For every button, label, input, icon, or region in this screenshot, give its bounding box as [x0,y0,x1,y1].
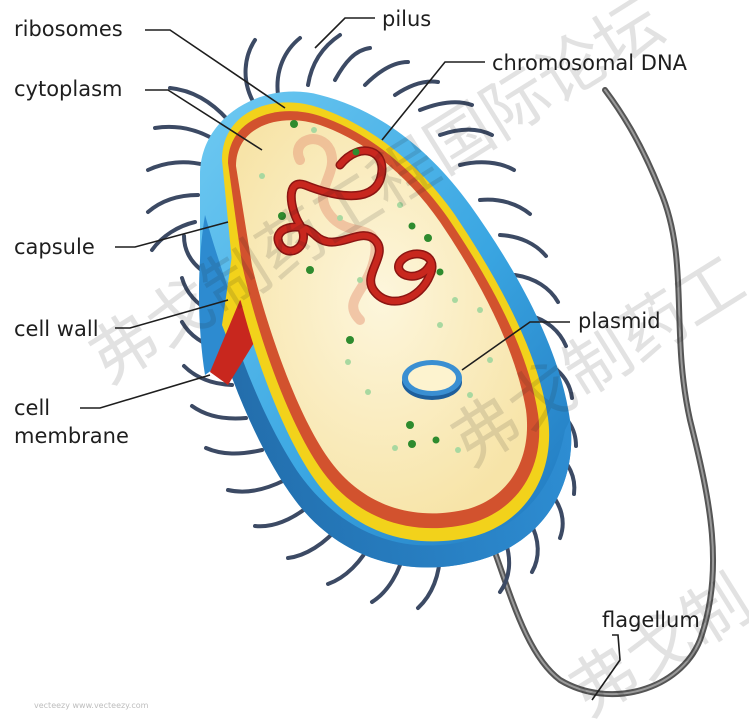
label-cell-membrane-line1: cell [14,396,50,420]
watermark-line4: 弗戈制 [556,561,749,726]
label-cytoplasm: cytoplasm [14,77,123,101]
label-capsule: capsule [14,235,95,259]
label-cell-membrane-line2: membrane [14,424,129,448]
image-credit: vecteezy www.vecteezy.com [34,701,149,710]
plasmid [402,360,462,400]
label-pilus: pilus [382,7,431,31]
label-ribosomes: ribosomes [14,17,123,41]
